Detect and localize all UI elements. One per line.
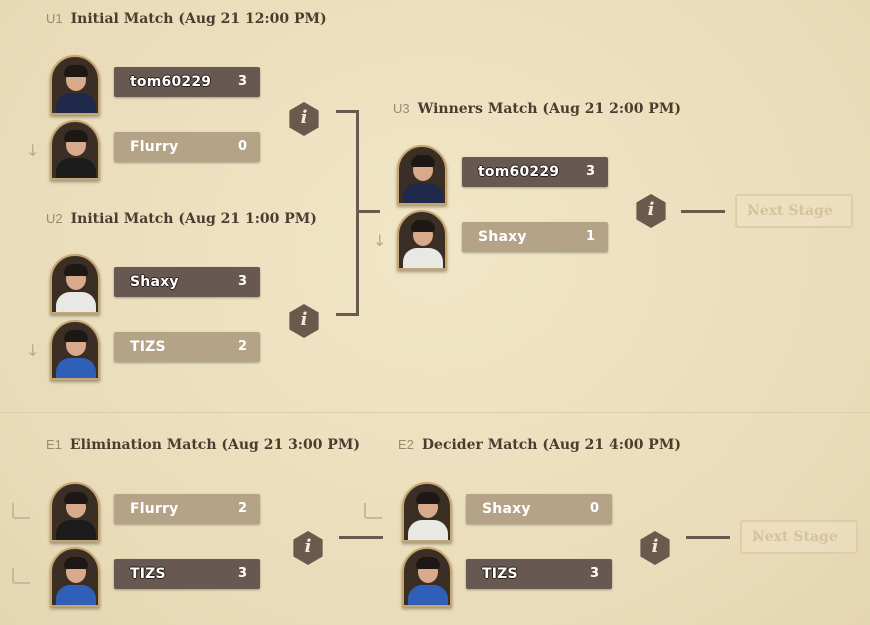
player-score: 3 <box>590 566 600 581</box>
incoming-elbow-icon <box>12 503 30 519</box>
match-title-text: Decider Match (Aug 21 4:00 PM) <box>421 437 681 453</box>
player-score: 3 <box>586 164 596 179</box>
match-code: U3 <box>393 101 410 116</box>
player-score: 2 <box>238 339 248 354</box>
player-avatar-tizs[interactable] <box>50 320 100 380</box>
player-avatar-tizs[interactable] <box>402 547 452 607</box>
match-u1-title: U1 Initial Match (Aug 21 12:00 PM) <box>46 11 327 27</box>
player-name: Flurry <box>130 139 179 155</box>
player-avatar-tom60229[interactable] <box>397 145 447 205</box>
chevron-right-icon: › <box>747 202 754 221</box>
match-u3-info-icon[interactable]: i <box>634 194 668 228</box>
info-glyph: i <box>651 536 659 557</box>
next-stage-label: Next Stage <box>752 529 838 545</box>
match-u2-info-icon[interactable]: i <box>287 304 321 338</box>
match-code: U2 <box>46 211 63 226</box>
bracket-connector <box>686 536 730 539</box>
player-name: TIZS <box>130 566 166 582</box>
bracket-connector <box>356 110 359 316</box>
eliminated-down-arrow-icon: ↓ <box>373 231 387 250</box>
next-stage-button[interactable]: Next Stage › <box>735 194 853 228</box>
player-banner-e1-p1[interactable]: Flurry 2 <box>104 494 262 524</box>
match-title-text: Elimination Match (Aug 21 3:00 PM) <box>69 437 360 453</box>
player-name: TIZS <box>482 566 518 582</box>
player-score: 0 <box>590 501 600 516</box>
info-glyph: i <box>300 107 308 128</box>
player-banner-u3-p1[interactable]: tom60229 3 <box>452 157 610 187</box>
player-name: Shaxy <box>130 274 179 290</box>
player-avatar-flurry[interactable] <box>50 120 100 180</box>
bracket-connector <box>681 210 725 213</box>
player-score: 1 <box>586 229 596 244</box>
match-title-text: Winners Match (Aug 21 2:00 PM) <box>417 101 682 117</box>
eliminated-down-arrow-icon: ↓ <box>26 341 40 360</box>
next-stage-button[interactable]: Next Stage › <box>740 520 858 554</box>
bracket-connector <box>358 210 380 213</box>
player-banner-u2-p2[interactable]: TIZS 2 <box>104 332 262 362</box>
info-glyph: i <box>304 536 312 557</box>
player-banner-e2-p2[interactable]: TIZS 3 <box>456 559 614 589</box>
player-score: 3 <box>238 74 248 89</box>
match-e1-info-icon[interactable]: i <box>291 531 325 565</box>
player-banner-e2-p1[interactable]: Shaxy 0 <box>456 494 614 524</box>
match-e1-title: E1 Elimination Match (Aug 21 3:00 PM) <box>46 437 360 453</box>
section-divider <box>0 412 870 413</box>
bracket-connector <box>336 110 358 113</box>
eliminated-down-arrow-icon: ↓ <box>26 141 40 160</box>
next-stage-label: Next Stage <box>747 203 833 219</box>
player-avatar-tizs[interactable] <box>50 547 100 607</box>
player-name: Shaxy <box>482 501 531 517</box>
player-name: tom60229 <box>130 74 212 90</box>
player-banner-u2-p1[interactable]: Shaxy 3 <box>104 267 262 297</box>
player-avatar-shaxy[interactable] <box>50 254 100 314</box>
player-banner-u3-p2[interactable]: Shaxy 1 <box>452 222 610 252</box>
player-avatar-shaxy[interactable] <box>402 482 452 542</box>
player-name: Flurry <box>130 501 179 517</box>
player-name: Shaxy <box>478 229 527 245</box>
player-score: 3 <box>238 274 248 289</box>
info-glyph: i <box>300 309 308 330</box>
bracket-connector <box>339 536 383 539</box>
player-name: tom60229 <box>478 164 560 180</box>
match-code: E1 <box>46 437 62 452</box>
match-e2-title: E2 Decider Match (Aug 21 4:00 PM) <box>398 437 681 453</box>
bracket-connector <box>336 313 358 316</box>
match-title-text: Initial Match (Aug 21 12:00 PM) <box>70 11 327 27</box>
player-banner-u1-p2[interactable]: Flurry 0 <box>104 132 262 162</box>
player-name: TIZS <box>130 339 166 355</box>
player-banner-u1-p1[interactable]: tom60229 3 <box>104 67 262 97</box>
player-banner-e1-p2[interactable]: TIZS 3 <box>104 559 262 589</box>
incoming-elbow-icon <box>12 568 30 584</box>
player-avatar-shaxy[interactable] <box>397 210 447 270</box>
player-avatar-tom60229[interactable] <box>50 55 100 115</box>
match-title-text: Initial Match (Aug 21 1:00 PM) <box>70 211 317 227</box>
match-code: E2 <box>398 437 414 452</box>
match-e2-info-icon[interactable]: i <box>638 531 672 565</box>
match-u1-info-icon[interactable]: i <box>287 102 321 136</box>
player-avatar-flurry[interactable] <box>50 482 100 542</box>
incoming-elbow-icon <box>364 503 382 519</box>
player-score: 2 <box>238 501 248 516</box>
match-code: U1 <box>46 11 63 26</box>
player-score: 0 <box>238 139 248 154</box>
chevron-right-icon: › <box>752 528 759 547</box>
info-glyph: i <box>647 199 655 220</box>
match-u3-title: U3 Winners Match (Aug 21 2:00 PM) <box>393 101 681 117</box>
player-score: 3 <box>238 566 248 581</box>
match-u2-title: U2 Initial Match (Aug 21 1:00 PM) <box>46 211 317 227</box>
